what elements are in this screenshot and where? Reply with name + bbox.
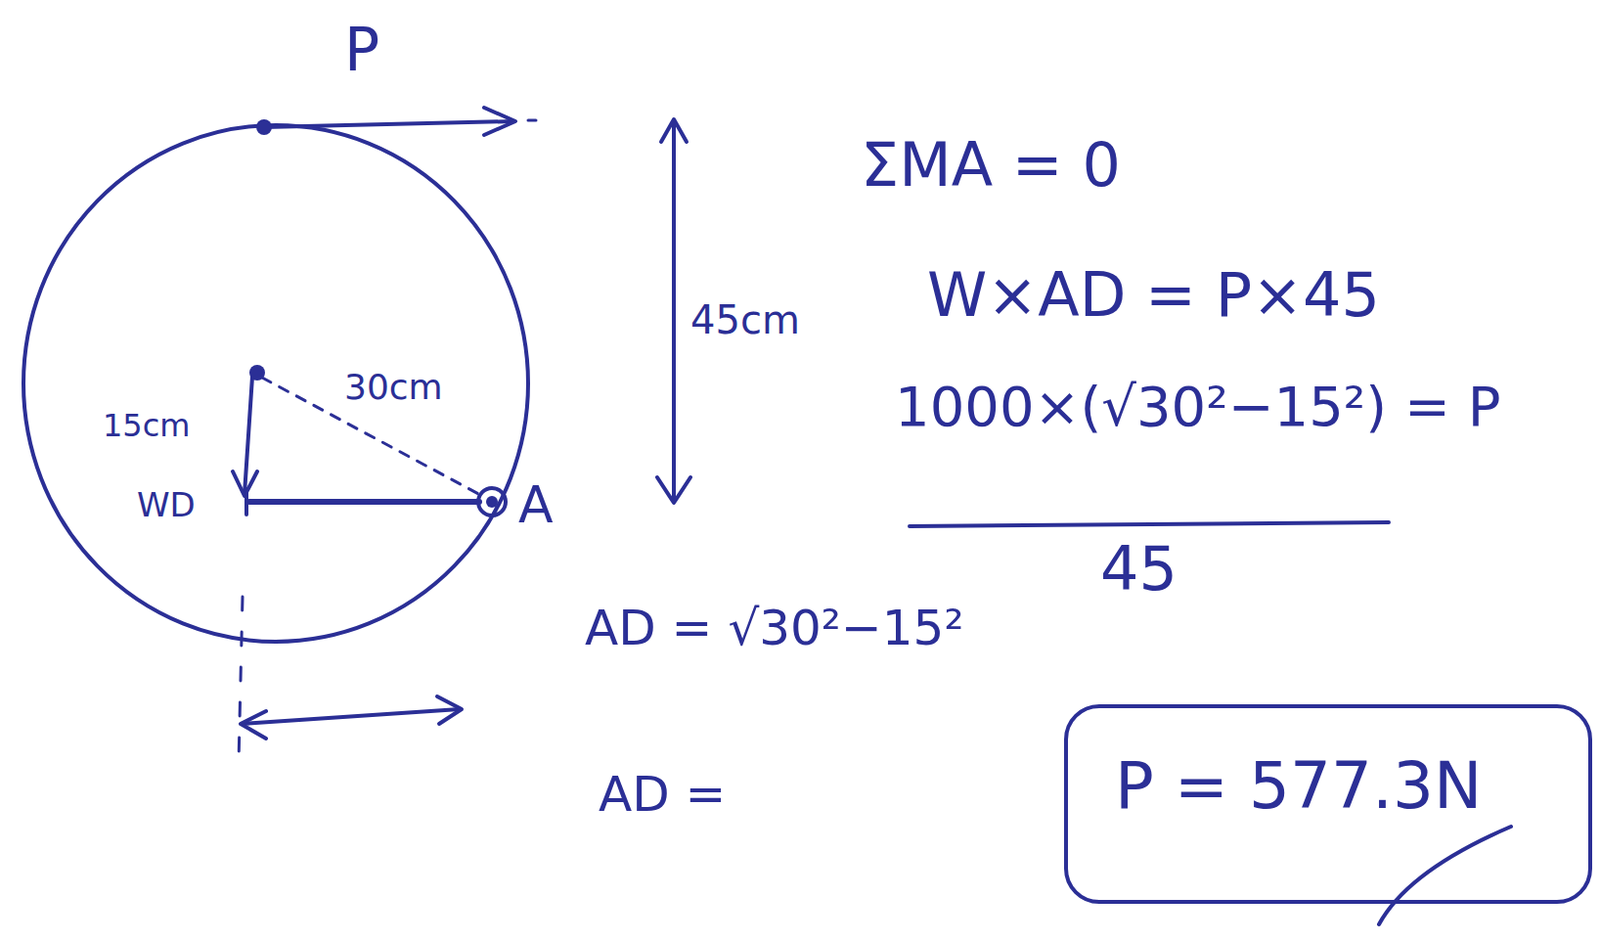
point-label: A — [518, 477, 554, 534]
dimension-label: 30cm — [344, 367, 444, 407]
arrow-head — [484, 107, 516, 135]
answer-text: P = 577.3N — [1114, 751, 1482, 823]
point-label: WD — [136, 487, 196, 524]
equation: AD = √30²−15² — [584, 601, 964, 656]
equation: AD = — [598, 767, 727, 822]
equation: W×AD = P×45 — [927, 262, 1380, 329]
arrow-head — [240, 711, 267, 739]
arrow-head — [657, 477, 691, 503]
arrow-head — [661, 119, 687, 142]
arrow-head — [437, 696, 462, 724]
fraction-bar — [909, 522, 1389, 527]
point-dot — [256, 119, 272, 135]
pivot-circle — [478, 488, 506, 516]
lever-arm — [249, 498, 480, 505]
answer-box — [1066, 706, 1591, 902]
dash — [528, 119, 536, 123]
dimension-label: 15cm — [102, 408, 190, 444]
tick — [244, 488, 249, 515]
equation: 1000×(√30²−15²) = P — [894, 376, 1501, 438]
wheel-outline — [23, 125, 529, 642]
point-dot — [486, 495, 498, 508]
equation: ΣMA = 0 — [860, 132, 1121, 199]
centre-line — [238, 596, 243, 763]
force-label: P — [344, 17, 380, 83]
check-mark — [1378, 826, 1512, 925]
dimension-line — [244, 376, 253, 494]
centre-dot — [249, 364, 266, 381]
force-arrow — [264, 121, 514, 128]
dimension-label: 45cm — [690, 298, 800, 342]
equation: 45 — [1100, 535, 1178, 603]
dimension-line — [671, 122, 676, 501]
dimension-line — [242, 709, 460, 724]
